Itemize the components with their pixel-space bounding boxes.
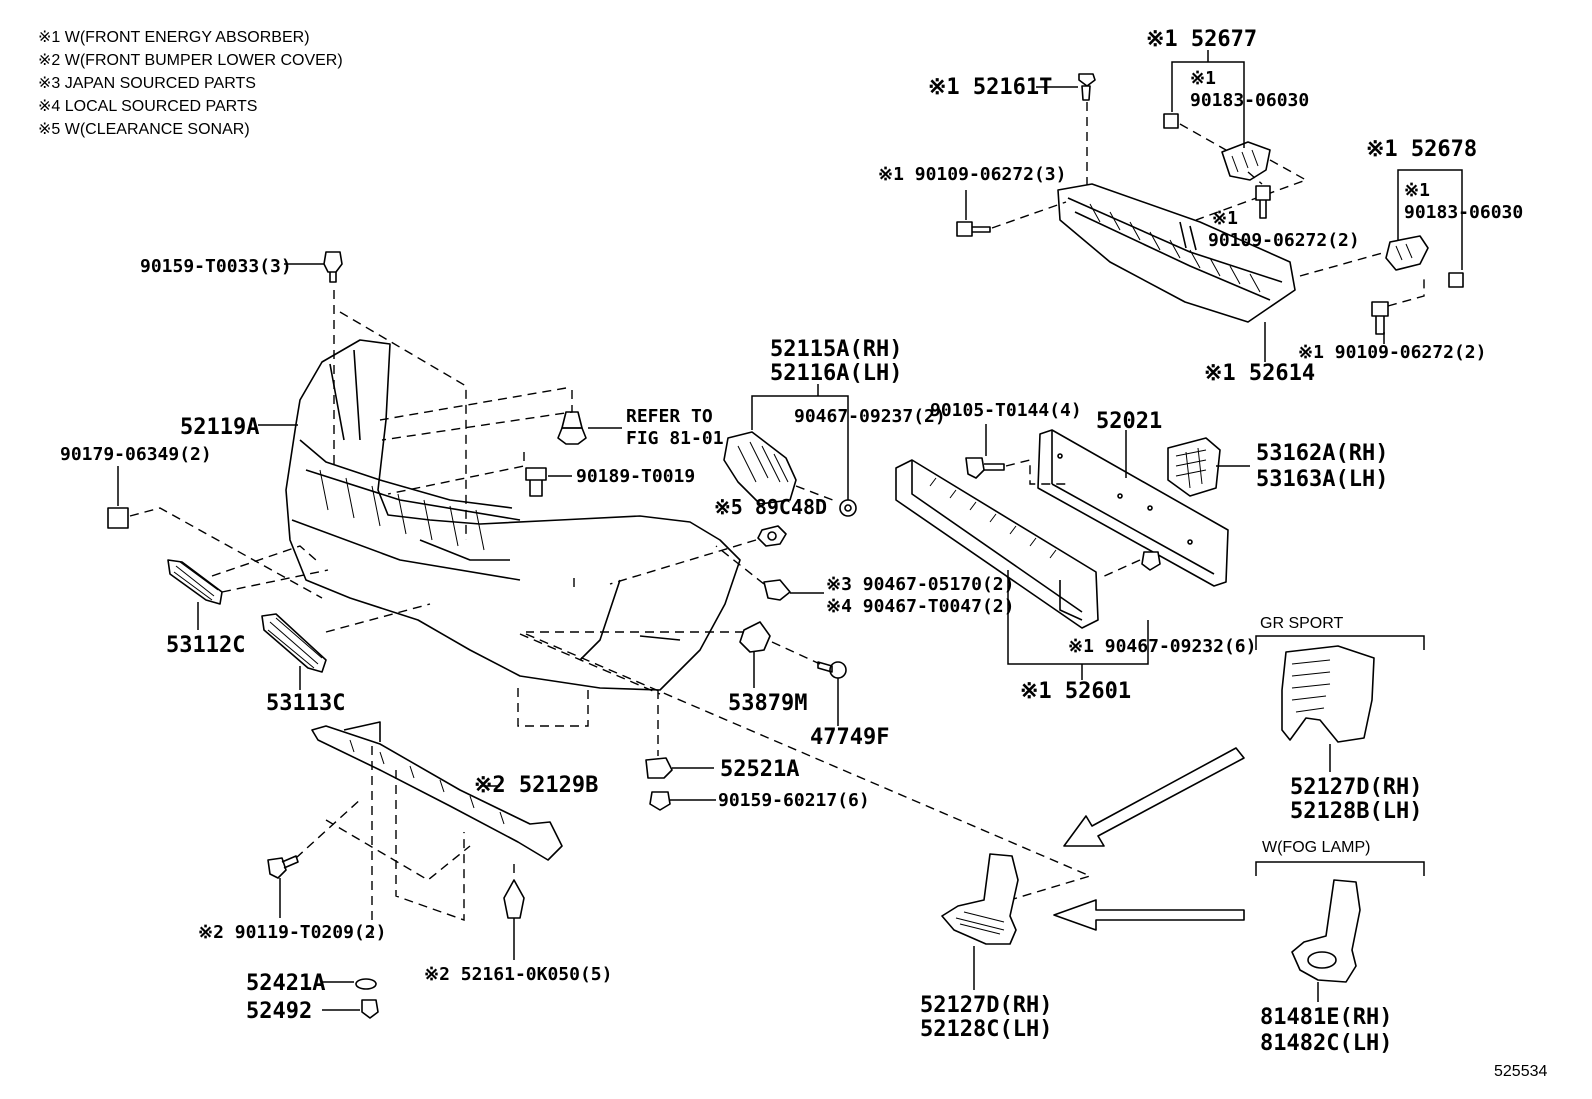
label-90183a-mark: ※1 (1190, 68, 1216, 89)
labels: ※1 52677 ※1 52161T ※1 90183-06030 ※1 901… (60, 27, 1547, 1080)
screw-47749f[interactable] (817, 661, 847, 679)
label-52115a: 52115A(RH) (770, 337, 902, 362)
label-90179: 90179-06349(2) (60, 444, 212, 465)
label-52127d-top: 52127D(RH) (1290, 775, 1422, 800)
label-90109b: 90109-06272(2) (1208, 230, 1360, 251)
bolt-90159-60217[interactable] (649, 791, 671, 811)
bracket-52115a[interactable] (723, 431, 797, 505)
label-fog-lamp: W(FOG LAMP) (1262, 839, 1370, 856)
label-52116a: 52116A(LH) (770, 361, 902, 386)
label-53113c: 53113C (266, 691, 345, 716)
label-90159-t0033: 90159-T0033(3) (140, 256, 292, 277)
label-90119: ※2 90119-T0209(2) (198, 922, 386, 943)
energy-absorber-group (956, 50, 1464, 362)
bolt-52492[interactable] (361, 999, 379, 1019)
label-90183b: 90183-06030 (1404, 202, 1523, 223)
label-89c48d: ※5 89C48D (714, 495, 827, 519)
label-52129b: ※2 52129B (474, 773, 598, 798)
absorber-52614[interactable] (1057, 183, 1296, 323)
bracket-52677[interactable] (1163, 113, 1271, 181)
label-53112c: 53112C (166, 633, 245, 658)
nut-52521a[interactable] (645, 757, 673, 779)
label-90467d: ※1 90467-09232(6) (1068, 636, 1256, 657)
label-81481e: 81481E(RH) (1260, 1005, 1392, 1030)
bolt-90109-c[interactable] (1371, 301, 1389, 335)
label-52161t: ※1 52161T (928, 75, 1052, 100)
fog-lamp-group (1255, 861, 1425, 1002)
label-52492: 52492 (246, 999, 312, 1024)
plate-52021[interactable] (1037, 429, 1229, 587)
label-53162a: 53162A(RH) (1256, 441, 1388, 466)
garnish-81481e[interactable] (1291, 879, 1361, 983)
label-90109c: ※1 90109-06272(2) (1298, 342, 1486, 363)
label-90467a: 90467-09237(2) (794, 406, 946, 427)
note-1: ※1 W(FRONT ENERGY ABSORBER) (38, 29, 310, 46)
label-90183b-mark: ※1 (1404, 180, 1430, 201)
label-refer-2: FIG 81-01 (626, 428, 724, 449)
label-90467c: ※4 90467-T0047(2) (826, 596, 1014, 617)
bolt-90159-t0033[interactable] (323, 251, 343, 283)
label-52601: ※1 52601 (1020, 679, 1131, 704)
nut-90189[interactable] (525, 467, 547, 497)
garnish-52127d[interactable] (941, 853, 1019, 945)
bumper-cover-52119a[interactable] (285, 339, 741, 691)
footnotes: ※1 W(FRONT ENERGY ABSORBER) ※2 W(FRONT B… (38, 29, 343, 138)
beam-52601[interactable] (895, 459, 1099, 629)
label-52614: ※1 52614 (1204, 361, 1315, 386)
clip-refer[interactable] (557, 411, 587, 445)
note-4: ※4 LOCAL SOURCED PARTS (38, 98, 257, 115)
label-52127d: 52127D(RH) (920, 993, 1052, 1018)
label-52421a: 52421A (246, 971, 325, 996)
label-47749f: 47749F (810, 725, 889, 750)
clip-90467-05170[interactable] (763, 579, 791, 601)
clip-52161-0k050[interactable] (503, 879, 525, 919)
label-53163a: 53163A(LH) (1256, 467, 1388, 492)
bolt-90109-a[interactable] (956, 221, 991, 237)
label-52119a: 52119A (180, 415, 259, 440)
bolt-90105[interactable] (965, 457, 1005, 479)
bracket-53162a[interactable] (1167, 437, 1221, 497)
label-90159-60217: 90159-60217(6) (718, 790, 870, 811)
label-90467b: ※3 90467-05170(2) (826, 574, 1014, 595)
bolt-90109-b[interactable] (1255, 185, 1271, 219)
arrow-lower (1053, 899, 1245, 931)
bolt-90119[interactable] (267, 855, 299, 879)
label-90109b-mark: ※1 (1212, 208, 1238, 229)
label-52021: 52021 (1096, 409, 1162, 434)
label-52678: ※1 52678 (1366, 137, 1477, 162)
label-52128b: 52128B(LH) (1290, 799, 1422, 824)
note-3: ※3 JAPAN SOURCED PARTS (38, 75, 256, 92)
label-90105: 90105-T0144(4) (930, 400, 1082, 421)
label-90109a: ※1 90109-06272(3) (878, 164, 1066, 185)
label-81482c: 81482C(LH) (1260, 1031, 1392, 1056)
gr-sport-group (1255, 635, 1425, 772)
note-5: ※5 W(CLEARANCE SONAR) (38, 121, 250, 138)
nut-90467-09232[interactable] (1141, 551, 1161, 571)
bracket-53879m[interactable] (739, 621, 771, 653)
garnish-52127d-gr[interactable] (1281, 645, 1375, 743)
clip-52161t[interactable] (1078, 73, 1096, 101)
washer-52421a[interactable] (355, 978, 377, 990)
label-52128c: 52128C(LH) (920, 1017, 1052, 1042)
label-53879m: 53879M (728, 691, 807, 716)
label-refer-1: REFER TO (626, 406, 713, 427)
label-52677: ※1 52677 (1146, 27, 1257, 52)
grille-53112c[interactable] (167, 559, 223, 605)
sonar-89c48d[interactable] (757, 525, 787, 547)
nut-90179[interactable] (107, 507, 129, 529)
label-52161-0k050: ※2 52161-0K050(5) (424, 964, 612, 985)
label-90189: 90189-T0019 (576, 466, 695, 487)
label-90183a: 90183-06030 (1190, 90, 1309, 111)
note-2: ※2 W(FRONT BUMPER LOWER COVER) (38, 52, 343, 69)
label-gr-sport: GR SPORT (1260, 615, 1344, 632)
illustration-number: 525534 (1494, 1063, 1547, 1080)
label-52521a: 52521A (720, 757, 799, 782)
screw-90467-09237[interactable] (839, 499, 857, 517)
grille-53113c[interactable] (261, 613, 327, 673)
arrow-upper (1063, 747, 1245, 847)
lower-cover-52129b[interactable] (311, 721, 563, 861)
bracket-52678[interactable] (1385, 235, 1464, 288)
